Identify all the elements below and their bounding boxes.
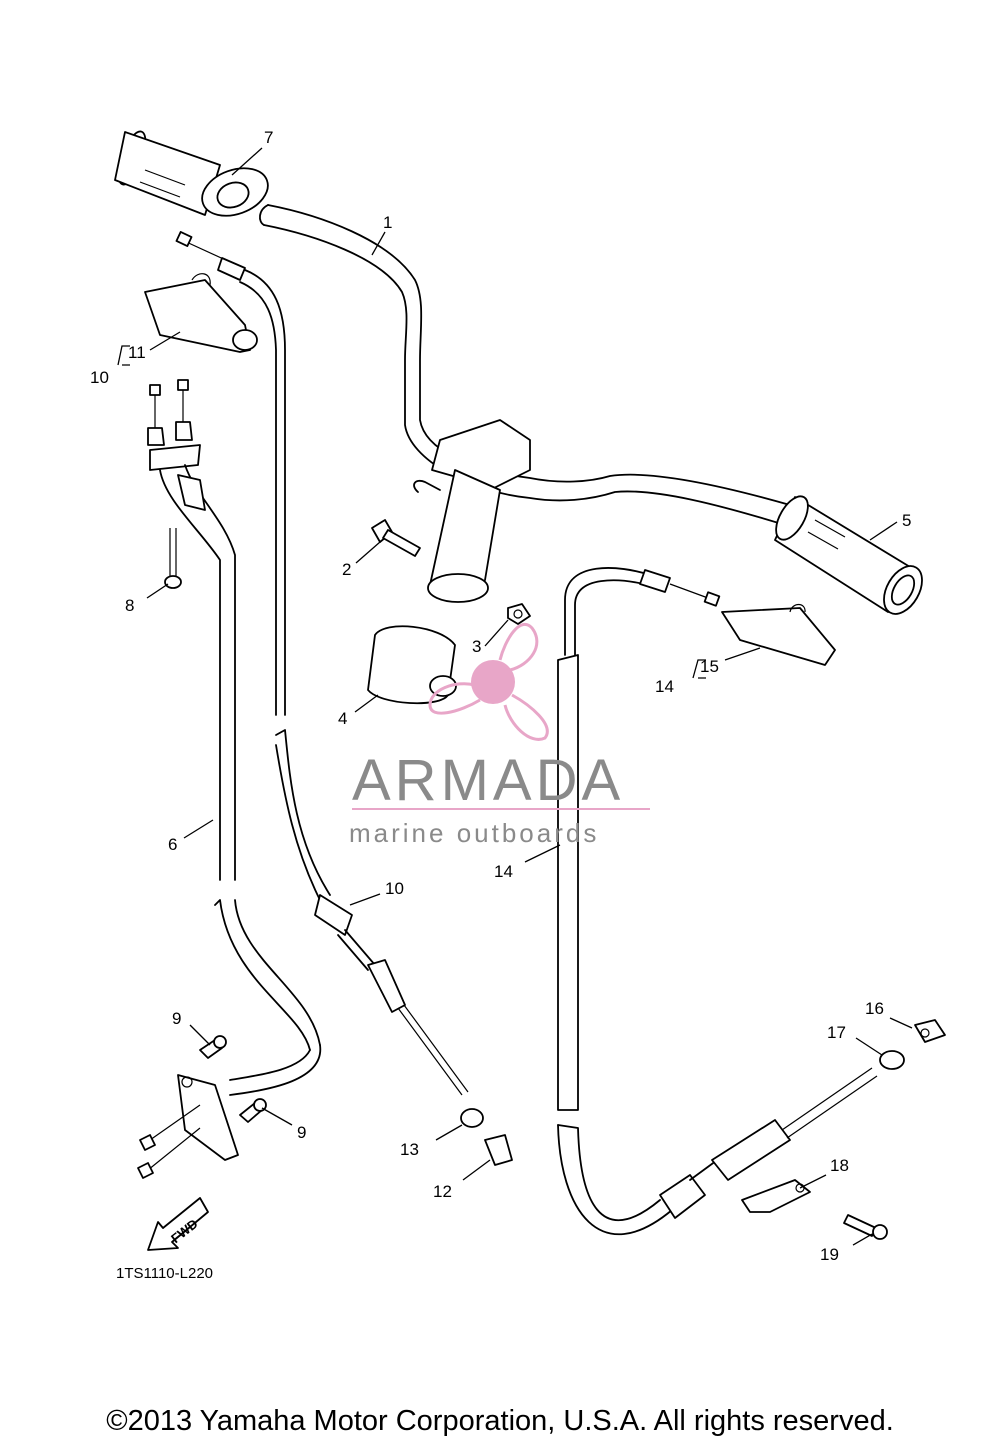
brand-tagline: marine outboards <box>349 818 599 848</box>
callout-10-group: 10 <box>90 368 109 387</box>
left-grip-throttle <box>114 130 269 217</box>
callout-11: 11 <box>128 343 146 362</box>
handlebar-clamp <box>413 419 531 603</box>
collar-13 <box>460 1108 484 1128</box>
callout-19: 19 <box>820 1245 839 1264</box>
callout-4: 4 <box>338 709 347 728</box>
propeller-logo-icon <box>428 623 549 741</box>
collar-17 <box>879 1050 905 1070</box>
screw-8 <box>164 528 182 589</box>
nut-12 <box>484 1134 513 1166</box>
throttle-cable <box>147 379 321 1096</box>
nut-3 <box>507 603 531 625</box>
callout-14-cable: 14 <box>494 862 513 881</box>
right-grip <box>774 495 923 615</box>
callout-15: 15 <box>700 657 719 676</box>
callout-14-group: 14 <box>655 677 674 696</box>
callout-5: 5 <box>902 511 911 530</box>
brake-cable-left <box>175 231 469 1096</box>
brake-cable-right <box>557 567 878 1235</box>
bracket-18 <box>741 1179 811 1213</box>
copyright-footer: ©2013 Yamaha Motor Corporation, U.S.A. A… <box>106 1405 894 1437</box>
callout-1: 1 <box>383 213 392 232</box>
drawing-code: 1TS1110-L220 <box>116 1265 213 1282</box>
callout-18: 18 <box>830 1156 849 1175</box>
bolt-2 <box>371 519 421 557</box>
right-lever-housing <box>721 603 836 666</box>
callout-9-lower: 9 <box>297 1123 306 1142</box>
callout-2: 2 <box>342 560 351 579</box>
clamp-4 <box>367 625 457 705</box>
callout-17: 17 <box>827 1023 846 1042</box>
throttle-cable-lower-fitting <box>137 1074 239 1179</box>
brand-name: ARMADA <box>352 748 624 813</box>
nut-16 <box>914 1019 946 1043</box>
callout-12: 12 <box>433 1182 452 1201</box>
fwd-arrow-icon: FWD <box>147 1197 209 1251</box>
callout-8: 8 <box>125 596 134 615</box>
left-lever-housing <box>144 273 258 353</box>
leader-lines <box>117 147 913 1246</box>
handlebar <box>259 204 791 526</box>
callout-labels: 7 1 2 3 4 5 6 8 9 9 10 10 11 12 13 14 14… <box>90 128 911 1264</box>
armada-watermark: ARMADA marine outboards <box>349 623 650 848</box>
screw-9-lower <box>239 1098 267 1123</box>
callout-9-upper: 9 <box>172 1009 181 1028</box>
callout-3: 3 <box>472 637 481 656</box>
bolt-19 <box>843 1214 888 1240</box>
screw-9-upper <box>199 1035 227 1059</box>
callout-10-cable: 10 <box>385 879 404 898</box>
callout-7: 6 <box>168 835 177 854</box>
callout-13: 13 <box>400 1140 419 1159</box>
callout-6: 7 <box>264 128 273 147</box>
callout-16: 16 <box>865 999 884 1018</box>
